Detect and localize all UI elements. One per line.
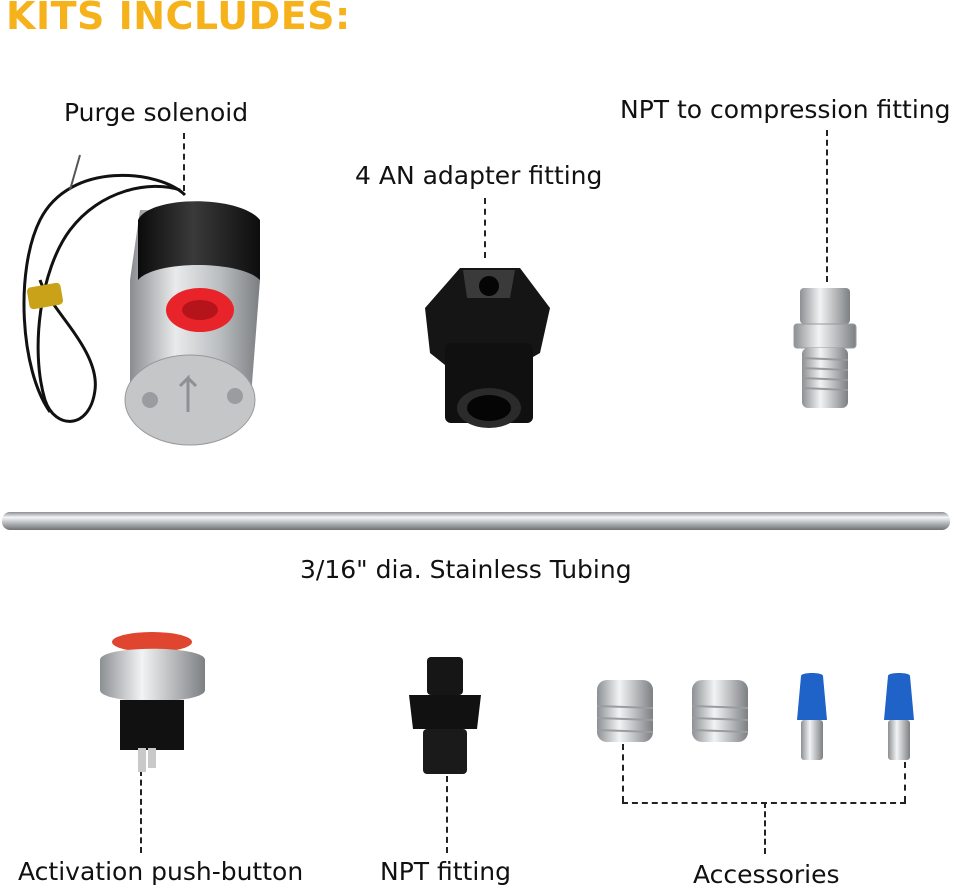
purge-solenoid-image	[22, 154, 260, 446]
npt-fitting-label: NPT fitting	[380, 857, 512, 886]
npt-compression-image	[793, 288, 857, 408]
leader-line	[140, 770, 142, 853]
accessories-label: Accessories	[693, 860, 840, 889]
leader-line	[826, 130, 828, 282]
leader-line	[904, 762, 906, 802]
stainless-tubing-image	[2, 512, 950, 530]
tubing-label: 3/16" dia. Stainless Tubing	[300, 555, 632, 584]
an-adapter-image	[425, 268, 550, 428]
leader-line	[183, 133, 185, 191]
leader-line	[484, 198, 486, 258]
push-button-label: Activation push-button	[18, 857, 304, 886]
spade-terminal-image	[884, 673, 914, 760]
page-title: KITS INCLUDES:	[6, 0, 351, 38]
leader-line	[764, 802, 766, 854]
purge-solenoid-label: Purge solenoid	[64, 98, 249, 127]
an-adapter-label: 4 AN adapter fitting	[355, 161, 603, 190]
push-button-image	[100, 632, 205, 772]
leader-line	[622, 744, 624, 802]
npt-fitting-image	[409, 657, 481, 774]
npt-compression-label: NPT to compression fitting	[620, 95, 951, 124]
spade-terminal-image	[797, 673, 827, 760]
leader-line	[446, 776, 448, 853]
pipe-plug-image	[596, 680, 654, 742]
pipe-plug-image	[691, 680, 749, 742]
